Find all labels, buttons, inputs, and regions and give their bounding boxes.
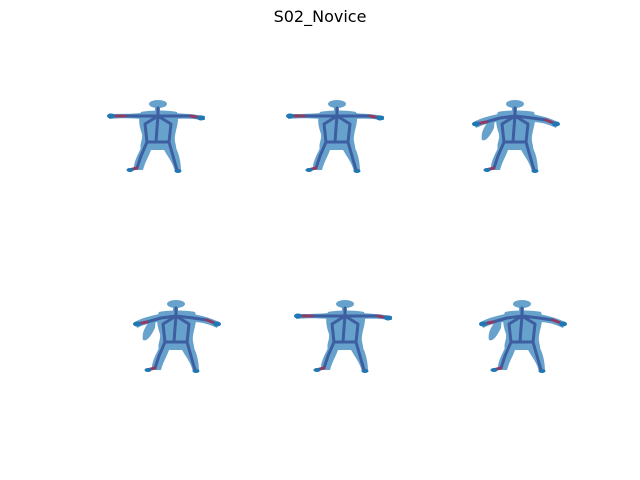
right-hand (552, 121, 560, 127)
pose-figure (133, 300, 221, 373)
left-arm-line (484, 114, 517, 124)
joints (133, 321, 221, 373)
spine-line (333, 106, 339, 144)
skeleton (109, 106, 203, 173)
spine-line (172, 306, 178, 344)
right-foot (361, 369, 369, 373)
spine-line (154, 106, 160, 144)
left-torso-line (322, 114, 339, 144)
right-torso-line (154, 114, 173, 144)
right-leg-line (185, 340, 197, 372)
left-leg-line (499, 340, 513, 370)
pose-figure (294, 300, 392, 373)
left-torso-line (143, 114, 160, 144)
left-leg-line (314, 140, 328, 170)
left-leg-line (322, 340, 336, 370)
right-torso-line (172, 314, 191, 344)
left-arm-line (491, 314, 524, 324)
left-foot (490, 368, 498, 372)
right-hand (197, 115, 205, 121)
left-foot (126, 168, 134, 172)
figure-title: S02_Novice (273, 7, 367, 26)
right-arm-line (513, 114, 548, 122)
right-arm-line (174, 314, 209, 322)
left-hand (133, 321, 141, 327)
left-hand (286, 113, 294, 119)
left-hand (294, 313, 302, 319)
left-foot (305, 168, 313, 172)
right-torso-line (333, 114, 352, 144)
pose-figure (286, 100, 384, 173)
right-hand (376, 115, 384, 121)
joints (286, 113, 384, 173)
left-foot (144, 368, 152, 372)
right-hand (213, 321, 221, 327)
right-hand (559, 321, 567, 327)
right-leg-line (167, 140, 179, 172)
right-foot (353, 169, 361, 173)
left-hand (472, 121, 480, 127)
left-arm-line (145, 314, 178, 324)
right-foot (531, 169, 539, 173)
left-torso-line (161, 314, 178, 344)
skeleton (481, 306, 565, 373)
right-torso-line (341, 314, 360, 344)
head (149, 100, 167, 108)
head (513, 300, 531, 308)
right-foot (174, 169, 182, 173)
left-leg-line (492, 140, 506, 170)
joints (294, 313, 392, 373)
pose-figure (107, 100, 205, 173)
left-foot (313, 368, 321, 372)
joints (472, 121, 560, 173)
skeleton (135, 306, 219, 373)
skeleton (296, 306, 390, 373)
right-leg-line (346, 140, 358, 172)
pose-figure (479, 300, 567, 373)
joints (107, 113, 205, 173)
pose-figure (472, 100, 560, 173)
right-leg-line (531, 340, 543, 372)
spine-line (341, 306, 347, 344)
left-torso-line (500, 114, 517, 144)
left-leg-line (135, 140, 149, 170)
head (328, 100, 346, 108)
left-hand (107, 113, 115, 119)
right-torso-line (518, 314, 537, 344)
left-foot (483, 168, 491, 172)
right-arm-line (520, 314, 555, 322)
right-foot (192, 369, 200, 373)
right-leg-line (354, 340, 366, 372)
right-foot (538, 369, 546, 373)
left-torso-line (507, 314, 524, 344)
left-torso-line (330, 314, 347, 344)
right-leg-line (524, 140, 536, 172)
left-hand (479, 321, 487, 327)
joints (479, 321, 567, 373)
head (506, 100, 524, 108)
left-leg-line (153, 340, 167, 370)
skeleton (288, 106, 382, 173)
spine-line (518, 306, 524, 344)
head (167, 300, 185, 308)
right-torso-line (511, 114, 530, 144)
right-hand (384, 315, 392, 321)
head (336, 300, 354, 308)
spine-line (511, 106, 517, 144)
